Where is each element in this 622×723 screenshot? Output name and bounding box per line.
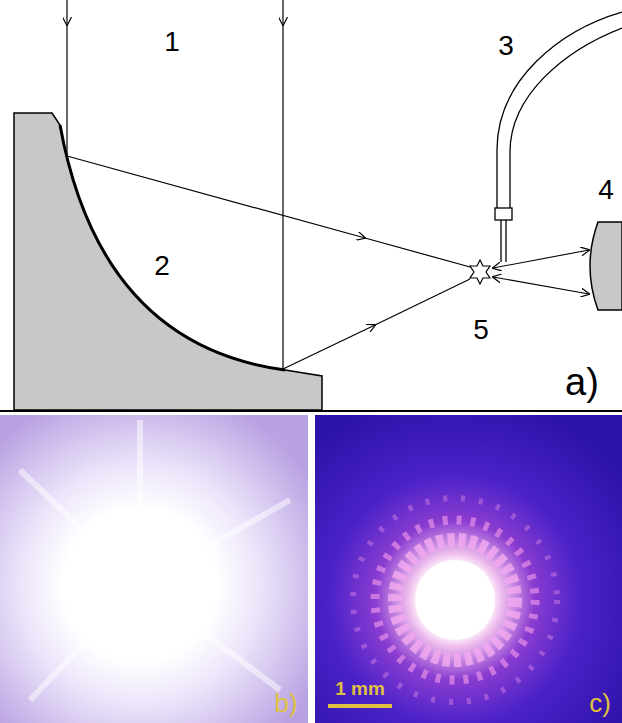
scale-bar — [328, 704, 392, 708]
plasma-ring — [353, 498, 557, 702]
reflection-ray — [493, 250, 589, 268]
callout-number: 4 — [598, 176, 614, 204]
photo-spark — [315, 415, 622, 723]
panel-border — [0, 410, 622, 412]
plasma-ring — [375, 520, 535, 680]
reflected-ray — [283, 279, 470, 369]
callout-number: 5 — [473, 316, 489, 344]
reflected-ray — [67, 156, 470, 267]
panel-label: c) — [589, 690, 611, 716]
needle — [505, 220, 506, 262]
panel-b — [0, 415, 308, 723]
callout-number: 3 — [498, 32, 514, 60]
photo-spark — [0, 415, 308, 723]
panel-label: b) — [274, 690, 297, 716]
callout-number: 1 — [164, 28, 180, 56]
mirror-surface — [60, 125, 285, 370]
plasma-ring — [395, 540, 515, 660]
needle — [500, 220, 501, 262]
panel-a — [0, 0, 622, 411]
scale-label: 1 mm — [335, 679, 385, 698]
incident-ray — [282, 0, 283, 369]
tube-end — [495, 208, 512, 220]
spark-core — [415, 560, 495, 640]
panel-label: a) — [565, 363, 599, 401]
parabolic-mirror — [14, 113, 322, 410]
incident-ray — [66, 0, 67, 156]
callout-number: 2 — [154, 252, 170, 280]
tube — [497, 12, 622, 210]
panel-c — [315, 415, 622, 723]
tube — [510, 28, 622, 210]
spark — [470, 260, 490, 284]
glow-rays — [20, 420, 290, 700]
concave-mirror — [590, 222, 622, 310]
reflection-ray — [493, 277, 589, 294]
